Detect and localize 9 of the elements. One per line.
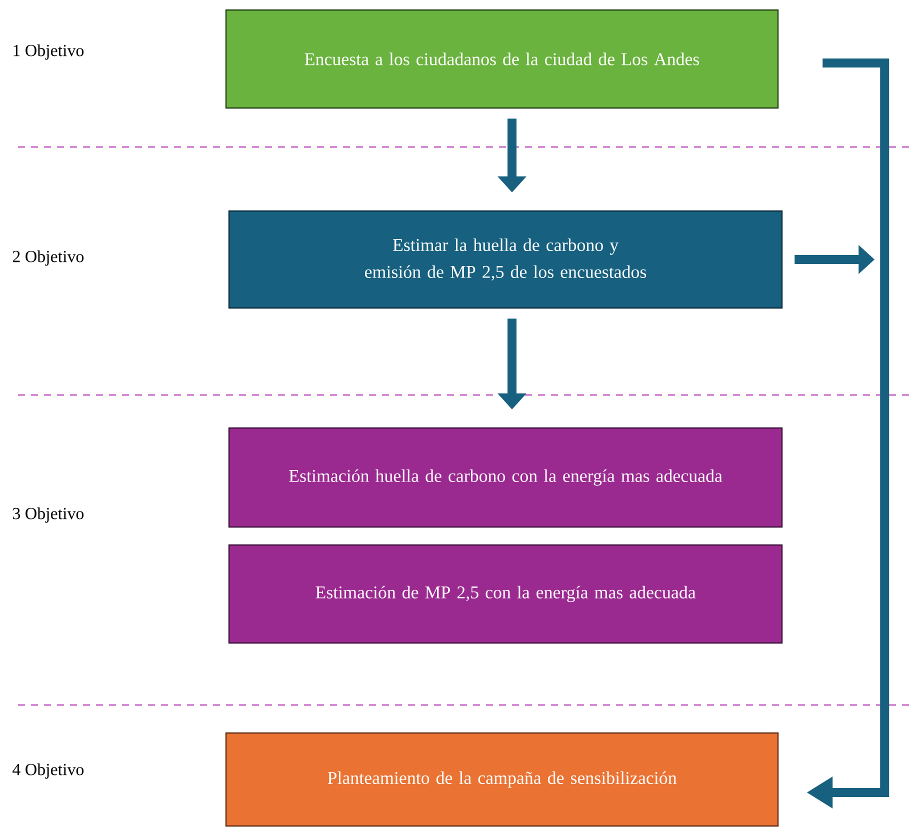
objective-label: 2 Objetivo: [12, 250, 84, 266]
process-box: Estimación huella de carbono con la energía mas adecuada: [228, 427, 783, 528]
process-box: Planteamiento de la campaña de sensibilización: [225, 732, 779, 827]
objective-label: 3 Objetivo: [13, 507, 84, 523]
objective-label: 4 Objetivo: [12, 763, 84, 779]
objective-label: 1 Objetivo: [14, 44, 84, 60]
process-box: Encuesta a los ciudadanos de la ciudad de Los Andes: [225, 9, 779, 109]
process-box: Estimación de MP 2,5 con la energía mas adecuada: [228, 544, 783, 644]
process-box: Estimar la huella de carbono y emisión de MP 2,5 de los encuestados: [228, 210, 783, 309]
